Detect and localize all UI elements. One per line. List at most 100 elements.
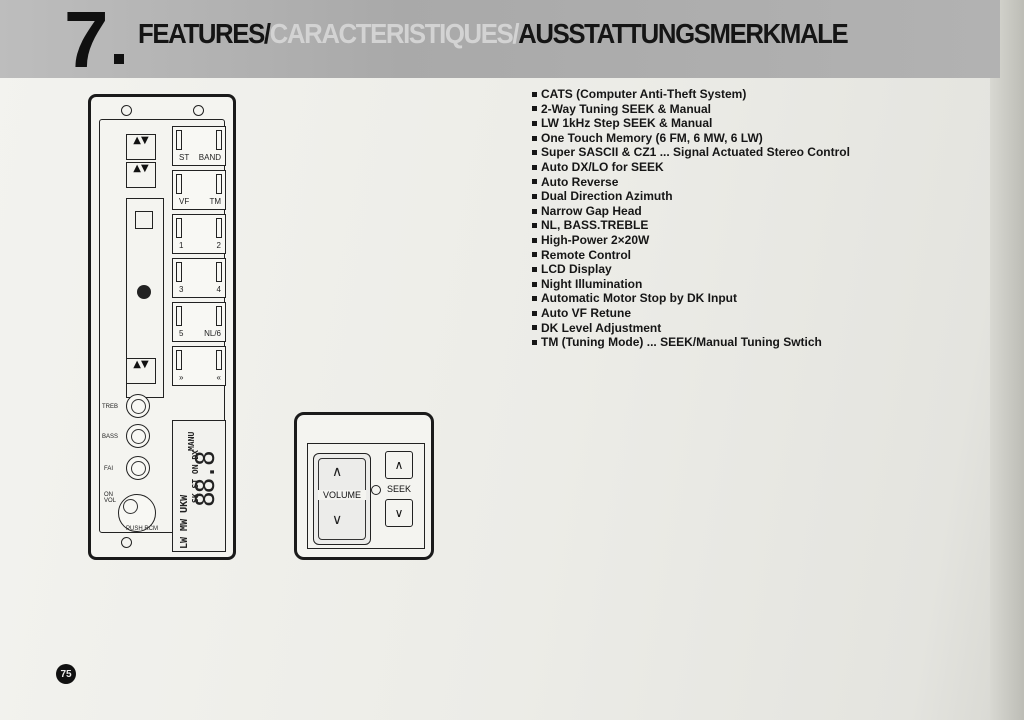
preset-bar [216, 218, 222, 238]
feature-item: TM (Tuning Mode) ... SEEK/Manual Tuning … [532, 335, 850, 350]
lcd-frequency-digits: 88.8 [191, 452, 221, 507]
preset-button-3-4: 3 4 [172, 258, 226, 298]
preset-label-right: TM [209, 197, 221, 206]
preset-label-left: VF [179, 197, 190, 206]
feature-item: High-Power 2×20W [532, 233, 850, 248]
preset-label-right: BAND [198, 153, 221, 162]
tape-direction-button: ▲▼ [126, 358, 156, 384]
feature-text: One Touch Memory (6 FM, 6 MW, 6 LW) [541, 130, 763, 145]
screw-icon [121, 105, 132, 116]
feature-text: TM (Tuning Mode) ... SEEK/Manual Tuning … [541, 335, 822, 350]
eject-icon [135, 211, 153, 229]
bullet-icon [532, 223, 537, 229]
title-ausstattungsmerkmale: AUSSTATTUNGSMERKMALE [518, 18, 849, 49]
fader-label: FAI [104, 466, 114, 472]
bullet-icon [532, 281, 537, 287]
feature-text: Dual Direction Azimuth [541, 189, 673, 204]
volume-up-icon: ∧ [332, 464, 343, 480]
bullet-icon [532, 252, 537, 258]
preset-label-right: 2 [216, 241, 221, 250]
bullet-icon [532, 135, 537, 141]
volume-label: VOLUME [318, 490, 366, 500]
features-list: CATS (Computer Anti-Theft System) 2-Way … [532, 87, 850, 350]
feature-text: LW 1kHz Step SEEK & Manual [541, 116, 713, 131]
preset-label-left: 3 [179, 285, 184, 294]
feature-item: Automatic Motor Stop by DK Input [532, 291, 850, 306]
feature-text: High-Power 2×20W [541, 232, 650, 247]
preset-bar [216, 174, 222, 194]
feature-text: Auto VF Retune [541, 305, 631, 320]
preset-button-1-2: 1 2 [172, 214, 226, 254]
preset-label-right: « [216, 373, 221, 382]
preset-bar [216, 130, 222, 150]
screw-icon [121, 537, 132, 548]
feature-text: Night Illumination [541, 276, 643, 291]
feature-text: Auto Reverse [541, 174, 619, 189]
volume-down-icon: ∨ [332, 512, 343, 528]
header-band [0, 0, 1000, 78]
volume-knob [118, 494, 156, 532]
title-features: FEATURES/ [138, 18, 271, 49]
bullet-icon [532, 296, 537, 302]
seek-down-button: ▲▼ [126, 162, 156, 188]
lcd-display: LW MW UKW SK ST ON DX 88.8 MANU [172, 420, 226, 552]
bullet-icon [532, 164, 537, 170]
lcd-mode-label: MANU [187, 431, 196, 451]
bullet-icon [532, 208, 537, 214]
feature-item: LCD Display [532, 262, 850, 277]
feature-item: CATS (Computer Anti-Theft System) [532, 87, 850, 102]
preset-button-vf-tm: VF TM [172, 170, 226, 210]
treble-knob [126, 394, 150, 418]
preset-bar [176, 174, 182, 194]
page-title: FEATURES/CARACTERISTIQUES/AUSSTATTUNGSME… [138, 18, 849, 50]
feature-item: Super SASCII & CZ1 ... Signal Actuated S… [532, 145, 850, 160]
feature-text: Super SASCII & CZ1 ... Signal Actuated S… [541, 145, 850, 160]
feature-item: Remote Control [532, 248, 850, 263]
radio-unit-illustration: ▲▼ ▲▼ ▲▼ ST BAND VF TM 1 2 3 4 [88, 94, 236, 560]
preset-label-left: ST [179, 153, 190, 162]
mode-ring-icon [371, 485, 381, 495]
feature-item: NL, BASS.TREBLE [532, 218, 850, 233]
bullet-icon [532, 310, 537, 316]
feature-item: Night Illumination [532, 277, 850, 292]
bullet-icon [532, 120, 537, 126]
feature-item: Dual Direction Azimuth [532, 189, 850, 204]
preset-bar [216, 262, 222, 282]
volume-rocker: ∧ VOLUME ∨ [313, 453, 371, 545]
feature-item: Auto VF Retune [532, 306, 850, 321]
page-number: 75 [56, 664, 76, 684]
bullet-icon [532, 91, 537, 97]
title-caracteristiques: CARACTERISTIQUES/ [269, 18, 520, 49]
bass-knob [126, 424, 150, 448]
preset-bar [176, 306, 182, 326]
chapter-dot [114, 54, 124, 64]
bullet-icon [532, 179, 537, 185]
feature-item: Auto Reverse [532, 175, 850, 190]
feature-text: Auto DX/LO for SEEK [541, 159, 664, 174]
lcd-bands: LW MW UKW [179, 494, 190, 549]
preset-label-left: 1 [179, 241, 184, 250]
feature-text: CATS (Computer Anti-Theft System) [541, 87, 747, 101]
remote-panel [307, 443, 425, 549]
feature-item: One Touch Memory (6 FM, 6 MW, 6 LW) [532, 131, 850, 146]
feature-item: DK Level Adjustment [532, 321, 850, 336]
fader-knob [126, 456, 150, 480]
bmw-logo-icon [137, 285, 151, 299]
push-rcm-label: PUSH RCM [126, 526, 159, 532]
seek-down-icon: ∨ [385, 499, 413, 527]
preset-bar [176, 262, 182, 282]
seek-controls: ∧ SEEK ∨ [385, 451, 415, 527]
preset-bar [216, 306, 222, 326]
preset-label-left: 5 [179, 329, 184, 338]
preset-bar [216, 350, 222, 370]
feature-text: Remote Control [541, 247, 631, 262]
preset-bar [176, 218, 182, 238]
preset-button-st-band: ST BAND [172, 126, 226, 166]
seek-up-button: ▲▼ [126, 134, 156, 160]
bullet-icon [532, 237, 537, 243]
seek-up-icon: ∧ [385, 451, 413, 479]
feature-text: LCD Display [541, 262, 612, 277]
preset-button-ff-rew: » « [172, 346, 226, 386]
page-edge [990, 0, 1024, 720]
preset-bar [176, 130, 182, 150]
